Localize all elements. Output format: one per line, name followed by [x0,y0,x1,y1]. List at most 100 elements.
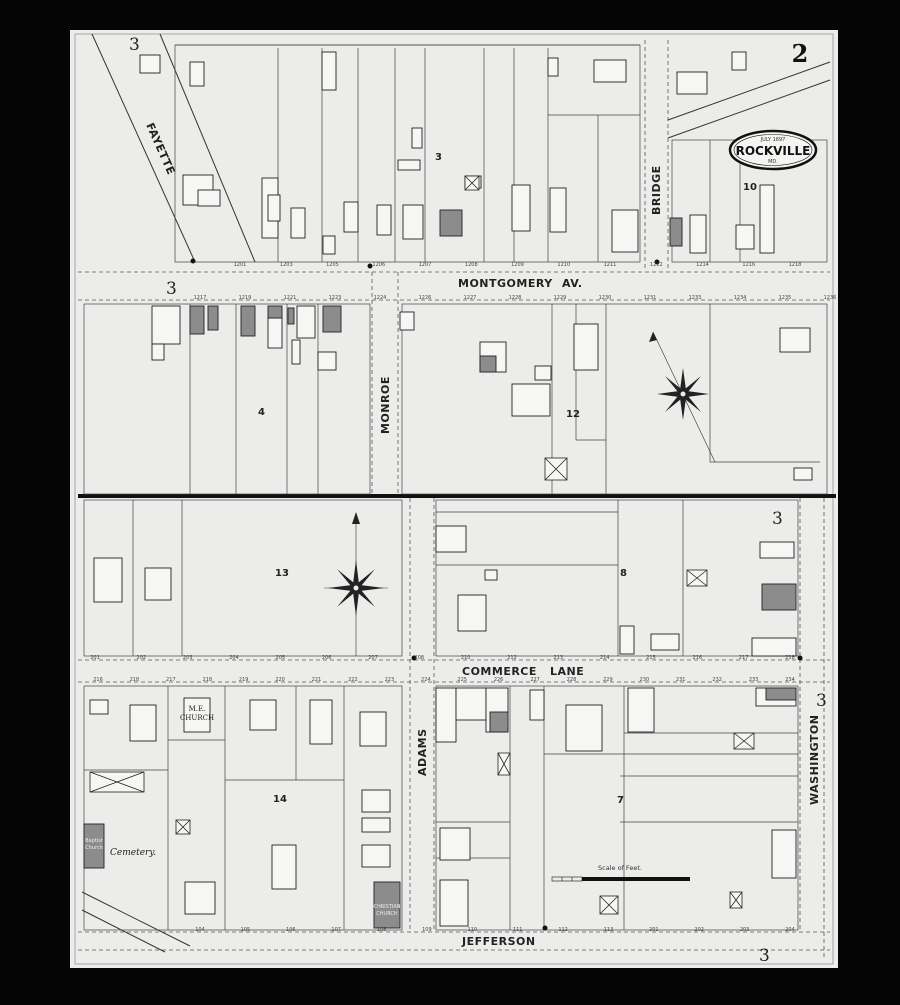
street-jefferson: JEFFERSON [461,935,536,948]
address-number: 208 [415,655,425,661]
brick-buildings [83,209,797,929]
address-number: 1211 [604,262,617,268]
address-number: 1212 [650,262,663,268]
christian-church-label: CHRISTIAN [373,904,400,910]
hydrants [190,258,803,931]
block-number: 13 [275,568,289,579]
address-number: 221 [312,677,322,683]
address-number: 1228 [509,295,522,301]
street-adams: ADAMS [416,728,429,776]
address-number: 204 [229,655,239,661]
address-number: 1236 [824,295,837,301]
address-number: 1230 [599,295,612,301]
address-number: 217 [166,677,176,683]
address-number: 1233 [689,295,702,301]
address-number: 210 [461,655,471,661]
address-number: 1221 [284,295,297,301]
address-number: 201 [649,927,659,933]
address-number: 110 [468,927,478,933]
address-number: 1210 [557,262,570,268]
compass-rose-north [649,331,716,463]
address-number: 106 [286,927,296,933]
address-number: 217 [739,655,749,661]
address-number: 225 [457,677,467,683]
address-number: 219 [239,677,249,683]
address-number: 1223 [329,295,342,301]
address-number: 1227 [464,295,477,301]
fayette-street [91,33,256,263]
street-lines [78,40,830,960]
sheet-title-cartouche: JULY 1897 ROCKVILLE MD. [728,129,818,171]
street-commerce: COMMERCE [462,665,537,678]
address-number: 1224 [374,295,387,301]
adjoining-sheet-ref: 3 [129,35,140,55]
address-number: 218 [130,677,140,683]
address-number: 202 [694,927,704,933]
address-number: 105 [241,927,251,933]
address-number: 213 [554,655,564,661]
sheet-state: MD. [768,159,778,165]
address-number: 226 [494,677,504,683]
address-number: 216 [693,655,703,661]
address-number: 212 [507,655,517,661]
address-number: 1209 [511,262,524,268]
block-number: 14 [273,794,287,805]
address-number: 113 [604,927,614,933]
address-number: 232 [712,677,722,683]
street-montgomery-suffix: AV. [562,277,583,290]
address-number: 1201 [234,262,247,268]
baptist-church-label: Baptist [85,838,103,844]
address-number: 1207 [419,262,432,268]
address-number: 1203 [280,262,293,268]
address-number: 112 [558,927,568,933]
me-church-label: M.E. [189,705,206,713]
address-number: 229 [603,677,613,683]
address-number: 227 [530,677,540,683]
address-number: 111 [513,927,523,933]
adjoining-sheet-ref: 3 [772,509,783,529]
address-number: 1229 [554,295,567,301]
sheet-date: JULY 1897 [760,137,786,143]
compass-rose-south [324,512,388,656]
me-church-label: CHURCH [180,714,214,722]
address-number: 234 [785,677,795,683]
address-number: 206 [322,655,332,661]
address-number: 1234 [734,295,747,301]
block-number: 3 [435,152,442,163]
address-number: 202 [137,655,147,661]
address-number: 107 [331,927,341,933]
address-number: 1214 [696,262,709,268]
sheet-town: ROCKVILLE [736,144,811,158]
address-number: 205 [276,655,286,661]
street-bridge: BRIDGE [650,165,663,215]
address-number: 1231 [644,295,657,301]
street-montgomery: MONTGOMERY [458,277,553,290]
address-number: 230 [640,677,650,683]
address-number: 223 [385,677,395,683]
street-monroe: MONROE [379,376,392,434]
address-number: 233 [749,677,759,683]
address-number: 204 [785,927,795,933]
address-number: 1206 [372,262,385,268]
address-number: 216 [93,677,103,683]
address-number: 108 [377,927,387,933]
address-number: 201 [90,655,100,661]
address-number: 1205 [326,262,339,268]
address-number: 224 [421,677,431,683]
block-number: 8 [620,568,627,579]
address-number: 203 [183,655,193,661]
address-number: 109 [422,927,432,933]
sheet-number: 2 [792,39,809,68]
block-number: 10 [743,182,757,193]
address-number: 228 [567,677,577,683]
address-number: 215 [646,655,656,661]
adjoining-sheet-ref: 3 [759,946,770,966]
block-number: 4 [258,407,265,418]
adjoining-sheet-ref: 3 [166,279,177,299]
scale-bar: Scale of Feet. [551,864,690,882]
